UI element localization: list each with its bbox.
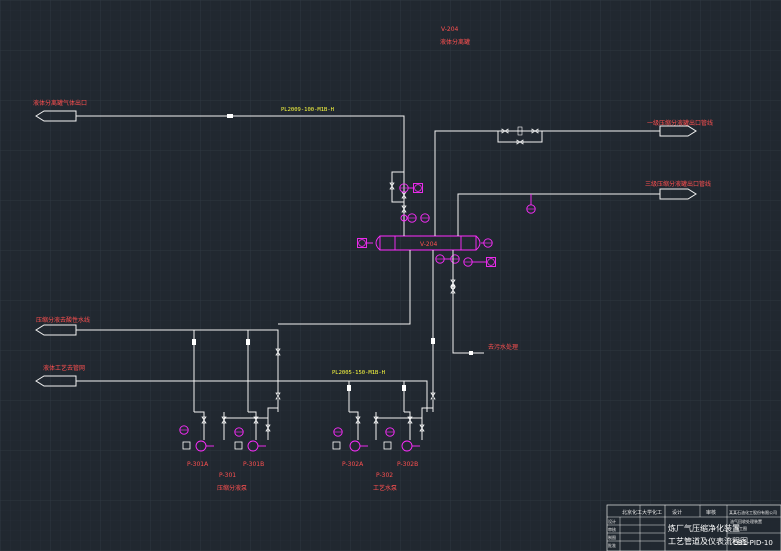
pump-group-p302-name: 工艺水泵 — [373, 484, 397, 492]
tb-row-1: 设计 — [608, 518, 616, 524]
pump-group-p301-name: 压缩分液泵 — [217, 484, 247, 492]
stream-drain-label: 去污水处理 — [488, 343, 518, 351]
pump-tag: P-301A — [187, 461, 209, 468]
pipe-left-bottom — [76, 380, 428, 412]
stream-right-mid-label: 三级压缩分液罐出口管线 — [645, 180, 711, 188]
tb-row-3: 制图 — [608, 534, 616, 540]
pump-p302b[interactable]: P-302B — [383, 411, 425, 468]
line-number-bottom: PL2005-150-M1B-H — [332, 370, 385, 376]
pump-tag: P-301B — [243, 461, 264, 468]
stream-left-top-label: 液体分离罐气体出口 — [33, 99, 87, 107]
tb-col-design: 设计 — [672, 509, 682, 516]
pump-p301a[interactable]: P-301A — [179, 411, 268, 468]
stream-right-top[interactable]: 一级压缩分液罐出口管线 — [647, 119, 713, 137]
vessel-left-instruments[interactable] — [357, 238, 374, 248]
pipe-left-mid — [76, 329, 279, 394]
tb-drawing-title-2: 工艺管道及仪表流程图 — [668, 536, 748, 546]
bypass-valve-set-top — [497, 126, 543, 145]
stream-left-bottom-label: 液体工艺去管网 — [43, 364, 85, 372]
tb-row-4: 批准 — [608, 542, 616, 548]
pump-tag: P-302A — [342, 461, 364, 468]
pipe-drain — [452, 250, 484, 354]
tb-drawing-number: CB1-PID-10 — [733, 539, 773, 547]
tb-project-1: 某某石油化工股份有限公司 — [729, 509, 777, 515]
vessel-v204[interactable]: V-204 — [375, 230, 481, 251]
inlet-control-loop — [389, 171, 430, 232]
stream-right-mid[interactable]: 三级压缩分液罐出口管线 — [645, 180, 711, 200]
pipe-right-mid — [457, 193, 660, 232]
pump-p301b[interactable]: P-301B — [234, 411, 271, 468]
tb-project-2: 油气回收处理装置 — [730, 518, 762, 524]
tb-stage: 施工图 — [735, 525, 747, 531]
pipe-reducer — [227, 114, 233, 118]
pump-group-p301-tag: P-301 — [219, 472, 236, 479]
level-control-loop[interactable] — [435, 254, 496, 267]
pipe-left-mid-to-vessel — [278, 250, 411, 325]
pump-p302a[interactable]: P-302A — [332, 411, 422, 468]
pump-group-p302-tag: P-302 — [376, 472, 393, 479]
tb-drawing-title-1: 炼厂气压缩净化装置 — [668, 523, 740, 533]
pipe-right-top — [434, 130, 660, 230]
tb-row-2: 审核 — [608, 526, 616, 532]
vessel-top-tag: V-204 — [441, 26, 459, 33]
pump-tag: P-302B — [397, 461, 418, 468]
pipe-top-main — [76, 115, 405, 180]
control-valve-icon[interactable] — [400, 214, 408, 222]
vessel-tag: V-204 — [420, 241, 438, 248]
vessel-right-instruments[interactable] — [481, 238, 493, 248]
title-block: 北京化工大学化工 设计 审核 某某石油化工股份有限公司 油气回收处理装置 施工图… — [606, 504, 781, 551]
vessel-top-name: 液体分离罐 — [440, 38, 470, 46]
tb-col-check: 审核 — [706, 509, 716, 516]
tb-company: 北京化工大学化工 — [622, 509, 662, 516]
pressure-indicator-right[interactable] — [526, 194, 536, 214]
stream-left-mid-label: 压缩分液去酸性水线 — [36, 316, 90, 324]
stream-right-top-label: 一级压缩分液罐出口管线 — [647, 119, 713, 127]
line-number-top: PL2009-100-M1B-H — [281, 107, 334, 113]
